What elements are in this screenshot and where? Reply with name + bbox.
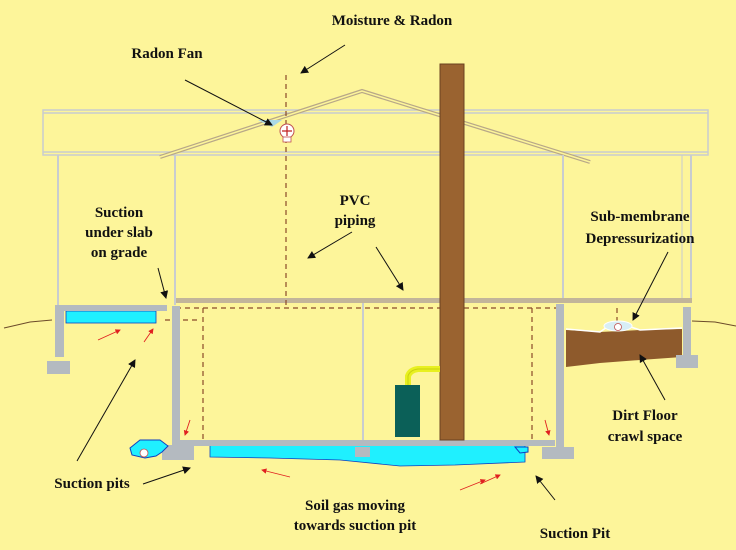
- label-suction-slab-2: under slab: [85, 225, 153, 241]
- suction-pit-left: [129, 439, 169, 459]
- foundation-wall-right: [556, 304, 564, 447]
- footing-left: [47, 361, 70, 374]
- label-pvc-2: piping: [335, 213, 376, 229]
- footing-right: [676, 355, 698, 368]
- label-moisture-radon: Moisture & Radon: [332, 13, 453, 29]
- roof-gable: [159, 88, 591, 164]
- suction-pit-right: [513, 446, 529, 454]
- footing-center-left: [162, 445, 194, 460]
- suction-pit-pipe: [139, 448, 149, 458]
- label-suction-slab-3: on grade: [91, 245, 148, 261]
- label-suction-slab-1: Suction: [95, 205, 144, 221]
- gravel-slab-left: [65, 310, 157, 324]
- annotation-arrows: [76, 44, 669, 501]
- label-pvc-1: PVC: [340, 193, 371, 209]
- ground-line: [3, 319, 736, 329]
- wall-left-stub: [55, 305, 64, 357]
- radon-fan-icon: [279, 123, 295, 143]
- crawl-wall-right: [683, 307, 691, 355]
- label-submembrane-2: Depressurization: [586, 231, 696, 247]
- label-dirt-1: Dirt Floor: [612, 408, 678, 424]
- membrane-suction-pipe: [614, 323, 622, 331]
- label-suction-pits: Suction pits: [54, 476, 130, 492]
- dirt-floor: [566, 329, 682, 367]
- label-soil-gas-1: Soil gas moving: [305, 498, 406, 514]
- pvc-pipe: [165, 75, 618, 442]
- chimney: [439, 63, 465, 441]
- furnace: [395, 385, 420, 437]
- soil-gas-arrows: [97, 328, 551, 491]
- slab-left: [55, 305, 167, 311]
- furnace-flue: [405, 366, 440, 385]
- sump-grate: [355, 447, 370, 457]
- label-submembrane-1: Sub-membrane: [590, 209, 690, 225]
- footing-center-right: [542, 447, 574, 459]
- label-dirt-2: crawl space: [608, 429, 683, 445]
- foundation-wall-left: [172, 306, 180, 446]
- label-suction-pit: Suction Pit: [540, 526, 610, 542]
- basement-slab: [180, 440, 555, 446]
- roof-eaves: [42, 109, 709, 156]
- furnace-flue-edge: [407, 368, 440, 385]
- house-walls: [57, 155, 692, 440]
- label-soil-gas-2: towards suction pit: [294, 518, 417, 534]
- label-radon-fan: Radon Fan: [131, 46, 203, 62]
- main-floor-beam: [176, 298, 692, 303]
